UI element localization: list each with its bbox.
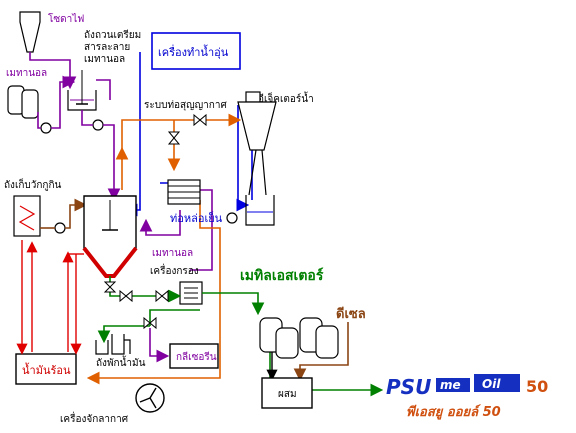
pump-catalyst (92, 119, 104, 131)
brand-oil: Oil (482, 377, 501, 391)
condenser-label: ท่อหล่อเย็น (170, 211, 223, 225)
air-blower (135, 383, 165, 413)
condenser (167, 179, 201, 205)
valve-ester-1 (119, 289, 133, 303)
brand-me: me (440, 378, 461, 392)
hot-oil-lines (16, 240, 84, 355)
pump-ejector (226, 212, 238, 224)
heater-label: เครื่องทำน้ำอุ่น (158, 44, 229, 59)
reactor-tank-label: ถังเก็บวักกูกิน (4, 177, 62, 191)
catalyst-tank-label-3: เมทานอล (84, 54, 125, 65)
catalyst-tank-label-1: ถังถวนเตรียม (84, 29, 141, 41)
mix-label: ผสม (278, 389, 297, 400)
methanol-drums (7, 85, 39, 119)
psu-me-oil-logo: PSU me Oil 50 พีเอสยู ออยล์ 50 (386, 374, 548, 420)
diesel-drums (299, 317, 339, 359)
oil-feed-lines (40, 198, 88, 229)
methanol-return-label: เมทานอล (152, 248, 193, 259)
diesel-lines (293, 322, 349, 382)
mix-tank (261, 377, 313, 409)
vacuum-line-label: ระบบท่อสุญญากาศ (144, 100, 227, 111)
catalyst-hopper (19, 11, 41, 53)
glycerin-tank-label: ถังพักน้ำมัน (96, 355, 146, 369)
brand-psu: PSU (386, 375, 431, 399)
valve-reactor-bottom (103, 281, 117, 293)
hot-oil-label: น้ำมันร้อน (22, 362, 71, 377)
brand-num: 50 (526, 377, 548, 396)
pump-oil (54, 222, 66, 234)
ester-drums (259, 317, 299, 359)
water-heater (151, 32, 241, 70)
valve-ester-2 (155, 289, 169, 303)
raw-oil-tank (13, 195, 41, 237)
water-ejector (237, 91, 277, 226)
settling-tanks (95, 334, 131, 355)
glycerin-tank (169, 343, 219, 369)
filter-label: เครื่องกรอง (150, 263, 199, 277)
methyl-ester-label: เมทิลเอสเตอร์ (240, 267, 324, 284)
air-blower-label: เครื่องจักลากาศ (60, 411, 129, 425)
diesel-label: ดีเซล (336, 306, 366, 322)
vacuum-valve-1 (167, 131, 181, 145)
pump-methanol (40, 122, 52, 134)
catalyst-label: โซดาไฟ (48, 12, 84, 25)
catalyst-mix-tank (67, 70, 97, 111)
hot-oil-tank (15, 353, 77, 385)
glycerin-label: กลีเซอรีน (176, 351, 217, 363)
vacuum-valve-2 (193, 113, 207, 127)
reactor (82, 195, 138, 278)
brand-thai: พีเอสยู ออยล์ 50 (406, 404, 501, 420)
filter (179, 281, 203, 305)
glycerin-lines (149, 328, 170, 363)
methanol-lines (29, 52, 213, 271)
catalyst-tank-label-2: สารละลาย (84, 42, 130, 53)
methanol-top-label: เมทานอล (6, 68, 47, 79)
valve-glycerin (143, 316, 157, 330)
